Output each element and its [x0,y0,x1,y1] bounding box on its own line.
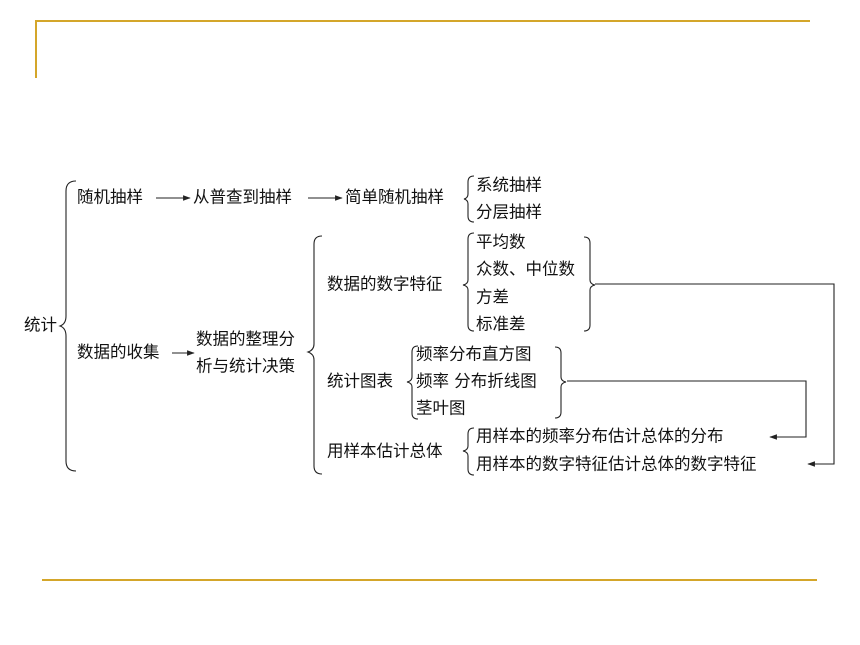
estimation-brace [462,427,475,476]
charts-close-brace [554,346,567,419]
analysis-brace [306,235,323,475]
random-sampling-node: 随机抽样 [77,188,143,207]
census-to-sampling-node: 从普查到抽样 [193,188,292,207]
root-brace [58,180,77,472]
analysis-node-line2: 析与统计决策 [196,357,295,376]
features-open-brace [462,232,475,332]
estimate-distribution-leaf: 用样本的频率分布估计总体的分布 [476,427,724,446]
mean-leaf: 平均数 [476,233,526,252]
left-accent-line [35,20,37,78]
systematic-sampling-leaf: 系统抽样 [476,176,542,195]
frequency-histogram-leaf: 频率分布直方图 [416,345,532,364]
variance-leaf: 方差 [476,288,509,307]
simple-random-sampling-node: 简单随机抽样 [345,188,444,207]
data-collection-node: 数据的收集 [77,343,160,362]
standard-deviation-leaf: 标准差 [476,315,526,334]
root-node: 统计 [24,316,57,335]
charts-open-brace [406,345,419,420]
estimate-features-leaf: 用样本的数字特征估计总体的数字特征 [476,455,757,474]
bottom-accent-line [42,579,817,581]
stem-leaf-plot-leaf: 茎叶图 [416,399,466,418]
connector-charts-to-distribution [567,380,807,440]
stratified-sampling-leaf: 分层抽样 [476,203,542,222]
numerical-features-node: 数据的数字特征 [327,275,443,294]
sampling-methods-brace [463,175,475,223]
analysis-node-line1: 数据的整理分 [196,330,295,349]
features-close-brace [583,236,596,332]
frequency-polygon-leaf: 频率 分布折线图 [416,372,537,391]
statistical-charts-node: 统计图表 [327,372,393,391]
connector-features-to-numerical [595,283,835,467]
sample-estimation-node: 用样本估计总体 [327,442,443,461]
mode-median-leaf: 众数、中位数 [476,260,576,279]
top-accent-line [36,20,810,22]
